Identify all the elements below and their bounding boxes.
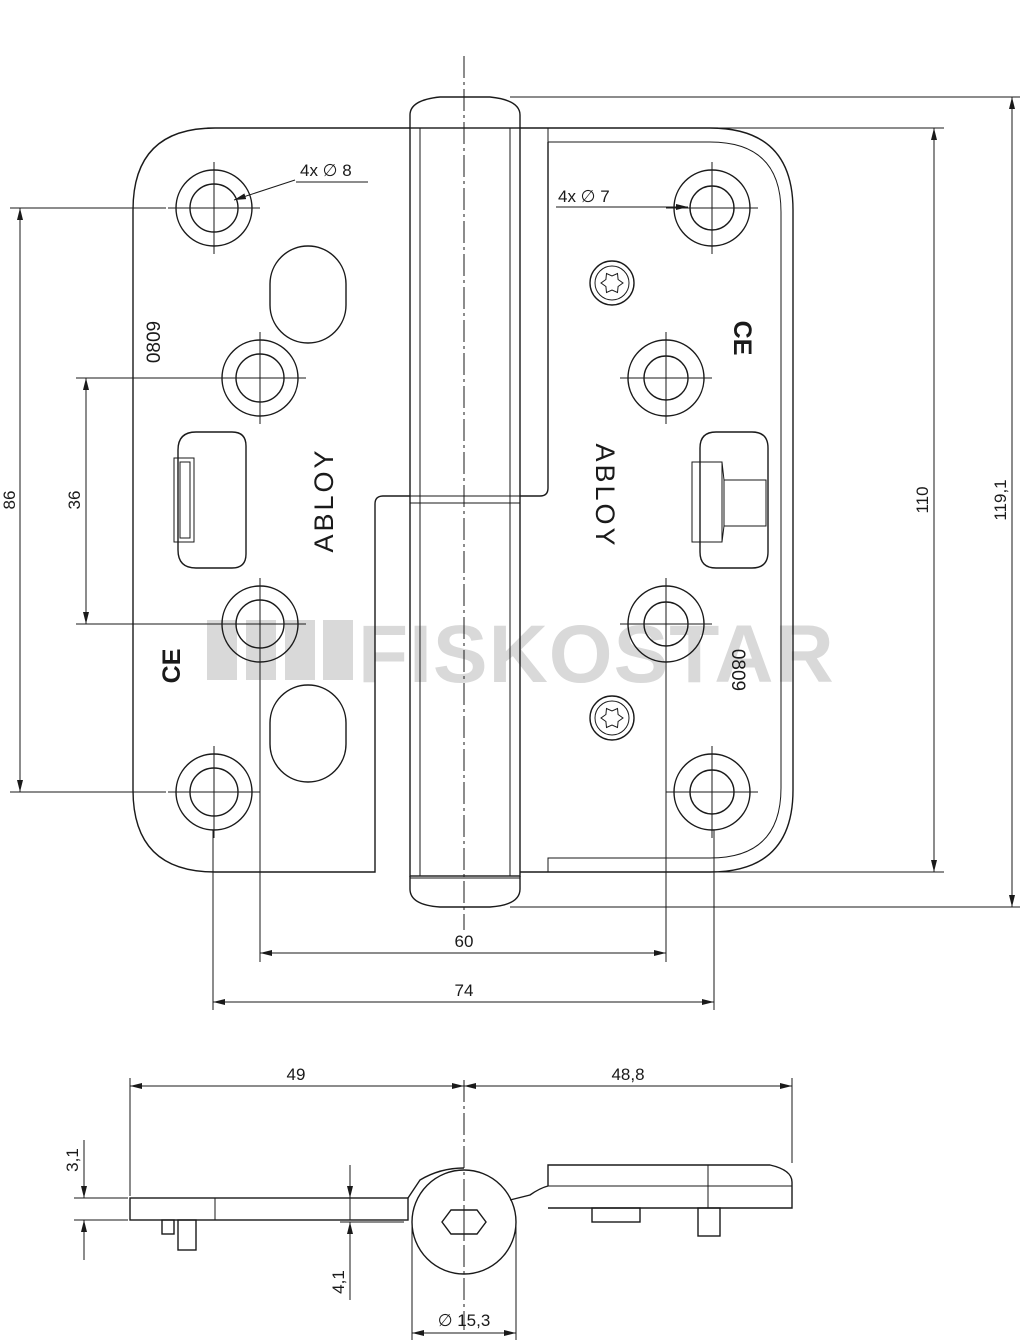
dim-hole-left: 4x ∅ 8 xyxy=(300,161,352,180)
torx-screw-top xyxy=(589,260,635,306)
top-view xyxy=(129,1080,793,1330)
right-hole-upper-mid xyxy=(620,332,712,424)
left-hole-upper-mid xyxy=(214,332,306,424)
right-hole-bottom xyxy=(666,746,758,838)
right-latch-pocket xyxy=(691,431,769,569)
dim-119: 119,1 xyxy=(991,479,1010,520)
dim-4-1: 4,1 xyxy=(329,1270,348,1294)
torx-screw-bottom xyxy=(589,695,635,741)
watermark-text: FISKOSTAR xyxy=(358,609,835,700)
left-latch-pocket xyxy=(173,431,247,569)
left-upper-slot xyxy=(269,245,347,344)
dim-48-8: 48,8 xyxy=(611,1065,644,1084)
dim-36: 36 xyxy=(65,491,84,510)
left-hole-bottom xyxy=(168,746,260,838)
ce-mark-left: CE xyxy=(158,649,186,684)
dim-86: 86 xyxy=(0,491,19,510)
right-leaf xyxy=(520,127,794,873)
dim-15-3: ∅ 15,3 xyxy=(438,1311,491,1330)
hinge-knuckle xyxy=(409,96,521,908)
left-leaf xyxy=(132,127,410,873)
dim-110: 110 xyxy=(913,486,932,513)
dimension-lines xyxy=(10,96,1020,1010)
dim-3-1: 3,1 xyxy=(63,1148,82,1172)
dim-60: 60 xyxy=(455,932,474,951)
dim-49: 49 xyxy=(287,1065,306,1084)
top-view-dimension-lines xyxy=(74,1078,793,1340)
ce-mark-right: CE xyxy=(728,321,756,356)
dim-hole-right: 4x ∅ 7 xyxy=(558,187,610,206)
watermark: FISKOSTAR xyxy=(207,609,835,700)
brand-left: ABLOY xyxy=(309,447,339,552)
dim-74: 74 xyxy=(455,981,474,1000)
left-lower-slot xyxy=(269,684,347,783)
left-hole-top xyxy=(168,162,260,254)
right-hole-top xyxy=(666,162,758,254)
code-right: 0809 xyxy=(727,649,748,691)
brand-right: ABLOY xyxy=(590,443,620,548)
mounting-holes xyxy=(168,162,758,838)
code-left: 0809 xyxy=(144,321,165,363)
